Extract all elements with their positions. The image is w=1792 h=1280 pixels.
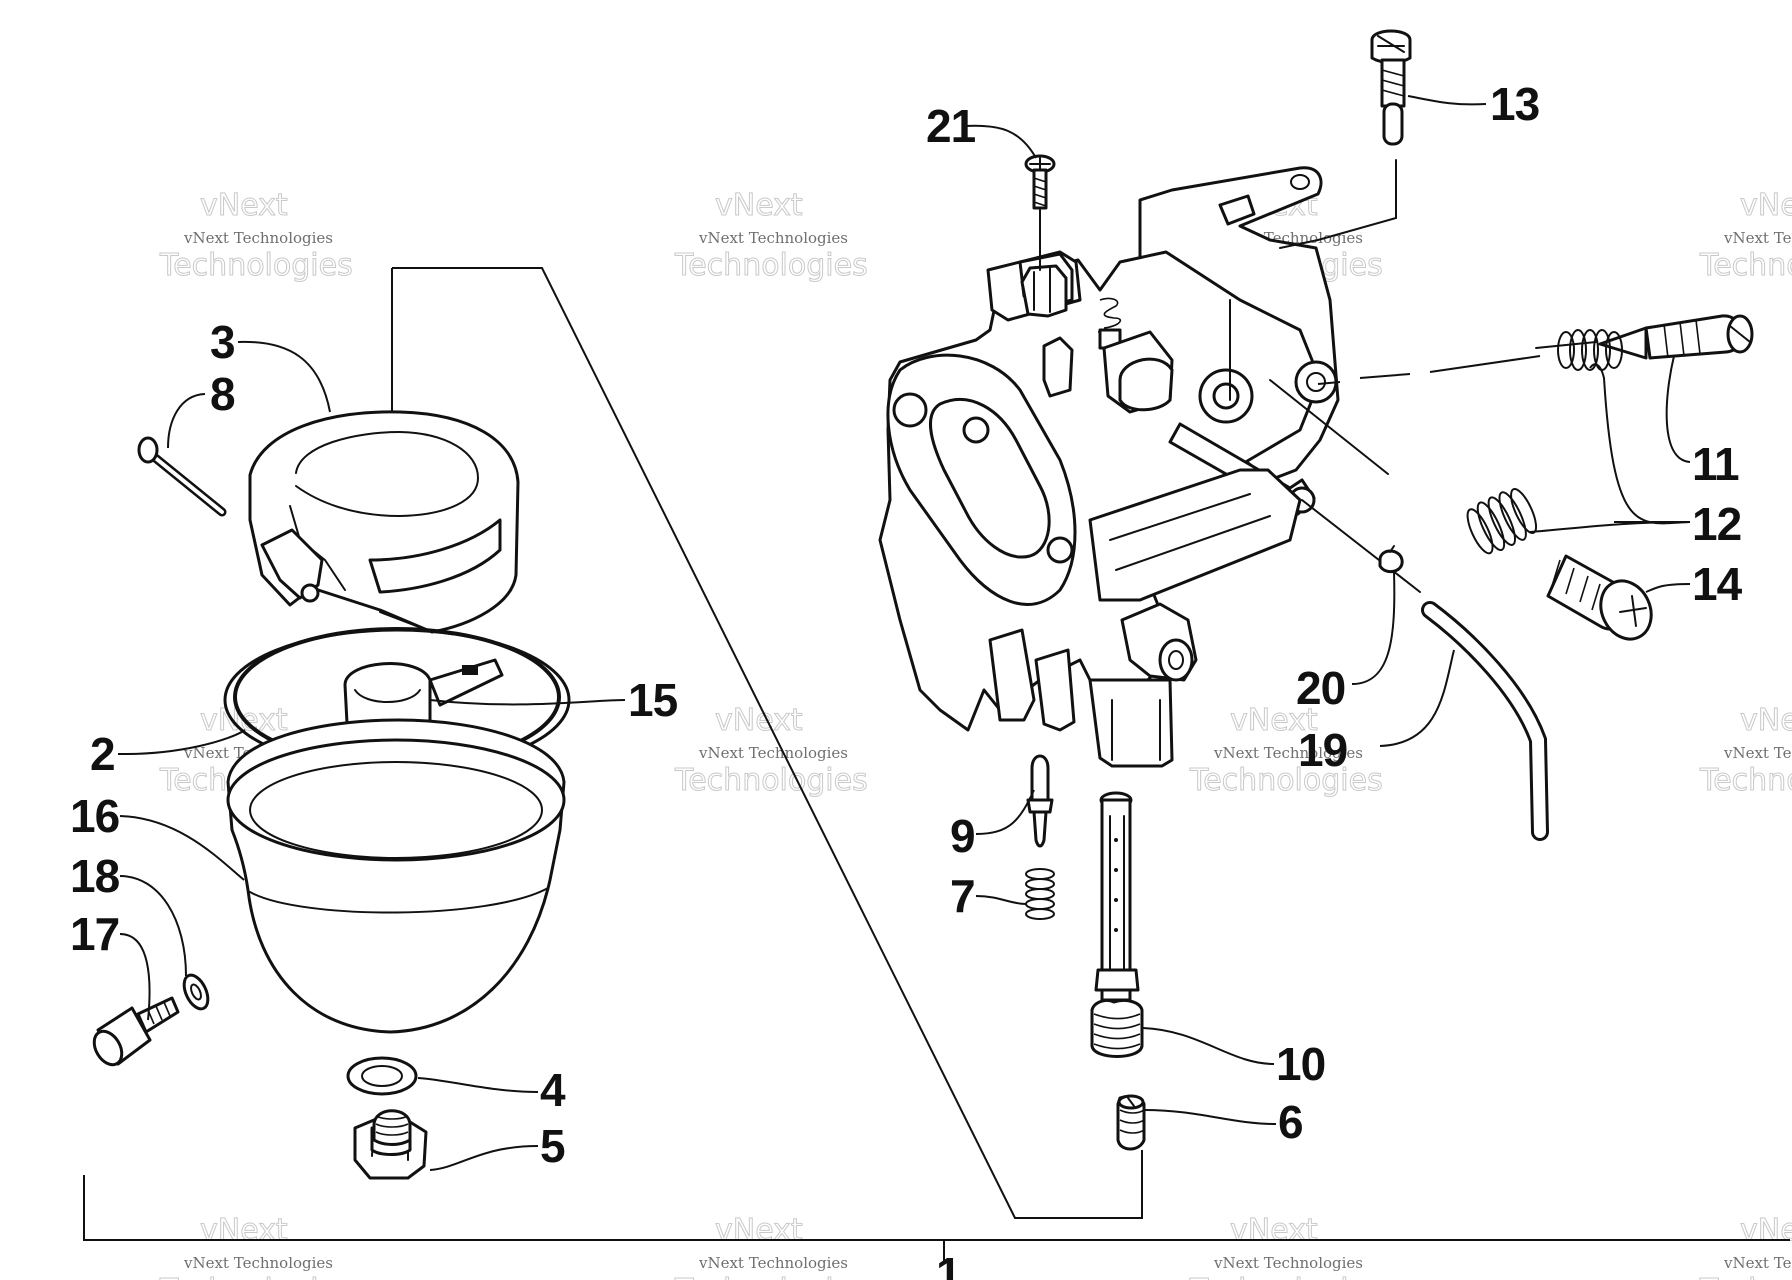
svg-text:vNext: vNext bbox=[200, 1213, 288, 1248]
svg-text:vNext: vNext bbox=[1740, 188, 1792, 223]
top-screw bbox=[1024, 154, 1056, 271]
svg-text:vNext Technologies: vNext Technologies bbox=[698, 229, 848, 247]
watermark: vNext vNext Technologies Technologies bbox=[1699, 188, 1792, 284]
svg-text:Technologies: Technologies bbox=[674, 248, 868, 283]
svg-text:Technologies: Technologies bbox=[1699, 763, 1792, 798]
callout-18: 18 bbox=[70, 850, 120, 902]
float-bowl bbox=[226, 718, 566, 1034]
svg-text:vNext: vNext bbox=[1230, 1213, 1318, 1248]
callout-1: 1 bbox=[936, 1248, 961, 1280]
svg-text:Technologies: Technologies bbox=[1189, 763, 1383, 798]
drain-washer bbox=[182, 973, 210, 1011]
throttle-shaft-line bbox=[1269, 379, 1421, 593]
svg-text:vNext Technologies: vNext Technologies bbox=[183, 1254, 333, 1272]
svg-text:vNext Technologies: vNext Technologies bbox=[698, 744, 848, 762]
float bbox=[248, 410, 520, 634]
callout-16: 16 bbox=[70, 790, 119, 842]
svg-text:vNext Technologies: vNext Technologies bbox=[698, 1254, 848, 1272]
svg-text:vNext: vNext bbox=[1740, 1213, 1792, 1248]
watermark: vNext vNext Technologies Technologies bbox=[1699, 1213, 1792, 1280]
callout-6: 6 bbox=[1278, 1096, 1303, 1148]
svg-text:vNext: vNext bbox=[1740, 703, 1792, 738]
svg-text:Technologies: Technologies bbox=[159, 1273, 353, 1280]
carburetor-body bbox=[878, 166, 1340, 768]
watermark: vNext vNext Technologies Technologies bbox=[1699, 703, 1792, 799]
float-pin bbox=[137, 436, 227, 517]
callout-14: 14 bbox=[1692, 558, 1743, 610]
watermark: vNext vNext Technologies Technologies bbox=[1189, 703, 1384, 799]
float-needle bbox=[1026, 754, 1054, 848]
callout-9: 9 bbox=[950, 810, 975, 862]
svg-text:vNext Technologies: vNext Technologies bbox=[183, 229, 333, 247]
watermark: vNext vNext Technologies Technologies bbox=[674, 188, 869, 284]
main-nozzle bbox=[1090, 791, 1144, 1058]
svg-text:Technologies: Technologies bbox=[1699, 1273, 1792, 1280]
watermark: vNext vNext Technologies Technologies bbox=[159, 188, 354, 284]
svg-text:Technologies: Technologies bbox=[1699, 248, 1792, 283]
watermark: vNext vNext Technologies Technologies bbox=[159, 1213, 354, 1280]
svg-text:vNext: vNext bbox=[200, 188, 288, 223]
needle-spring bbox=[1025, 868, 1055, 920]
callout-8: 8 bbox=[210, 368, 235, 420]
callout-20: 20 bbox=[1296, 662, 1345, 714]
watermark: vNext vNext Technologies Technologies bbox=[674, 1213, 869, 1280]
fuel-hose bbox=[1421, 601, 1549, 841]
callout-12: 12 bbox=[1692, 498, 1741, 550]
idle-mixture-screw bbox=[1535, 314, 1754, 360]
drain-gasket bbox=[346, 1056, 418, 1096]
svg-text:vNext: vNext bbox=[715, 703, 803, 738]
spring-lower bbox=[1466, 487, 1538, 555]
svg-text:vNext: vNext bbox=[715, 1213, 803, 1248]
svg-text:vNext: vNext bbox=[1230, 703, 1318, 738]
pilot-screw bbox=[1279, 29, 1412, 249]
watermark: vNext vNext Technologies Technologies bbox=[674, 703, 869, 799]
watermark: vNext vNext Technologies Technologies bbox=[1189, 1213, 1384, 1280]
leader-lines bbox=[117, 95, 1691, 1171]
svg-text:Technologies: Technologies bbox=[159, 248, 353, 283]
svg-text:Technologies: Technologies bbox=[1189, 1273, 1383, 1280]
callout-19: 19 bbox=[1298, 724, 1347, 776]
callout-13: 13 bbox=[1490, 78, 1539, 130]
callout-10: 10 bbox=[1276, 1038, 1325, 1090]
callout-4: 4 bbox=[540, 1064, 566, 1116]
bowl-bolt bbox=[92, 996, 180, 1067]
svg-text:vNext Technologies: vNext Technologies bbox=[1213, 744, 1363, 762]
callout-21: 21 bbox=[926, 100, 976, 152]
svg-text:Technologies: Technologies bbox=[674, 763, 868, 798]
callout-17: 17 bbox=[70, 908, 119, 960]
svg-text:vNext Technologies: vNext Technologies bbox=[1723, 744, 1792, 762]
callout-15: 15 bbox=[628, 674, 678, 726]
callout-5: 5 bbox=[540, 1120, 565, 1172]
callout-labels: 1 2 3 4 5 6 7 8 9 10 11 12 13 14 15 16 1… bbox=[70, 78, 1744, 1280]
throttle-stop-screw bbox=[1546, 554, 1653, 641]
screw-springs bbox=[1317, 329, 1623, 555]
callout-3: 3 bbox=[210, 316, 235, 368]
svg-text:vNext: vNext bbox=[715, 188, 803, 223]
callout-11: 11 bbox=[1692, 438, 1739, 490]
spring-upper bbox=[1557, 329, 1623, 371]
callout-7: 7 bbox=[950, 870, 975, 922]
svg-text:Technologies: Technologies bbox=[674, 1273, 868, 1280]
callout-2: 2 bbox=[90, 728, 115, 780]
svg-text:vNext Technologies: vNext Technologies bbox=[1723, 229, 1792, 247]
main-jet bbox=[1116, 1094, 1146, 1151]
svg-text:vNext Technologies: vNext Technologies bbox=[1213, 1254, 1363, 1272]
shaft-clip bbox=[1378, 545, 1404, 574]
svg-text:vNext Technologies: vNext Technologies bbox=[1723, 1254, 1792, 1272]
drain-plug bbox=[353, 1109, 428, 1180]
